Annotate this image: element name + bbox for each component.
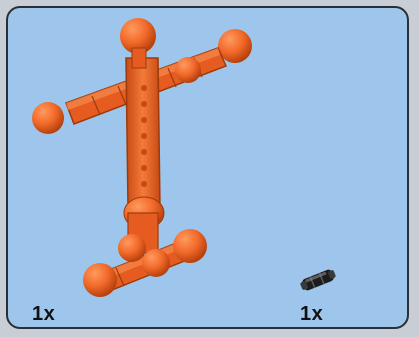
orange-frame-assembly [32,18,252,297]
ball-joint-left [32,102,64,134]
quantity-label-connector: 1x [300,303,324,325]
parts-panel: 1x 1x [6,6,409,329]
parts-illustration [32,18,336,297]
ball-joint-lower-right [173,229,207,263]
ball-joint-lower-left [83,263,117,297]
ball-joint-top-right [218,29,252,63]
quantity-label-frame: 1x [32,303,56,325]
small-axle-connector [300,269,336,291]
ball-joint-top [120,18,156,54]
